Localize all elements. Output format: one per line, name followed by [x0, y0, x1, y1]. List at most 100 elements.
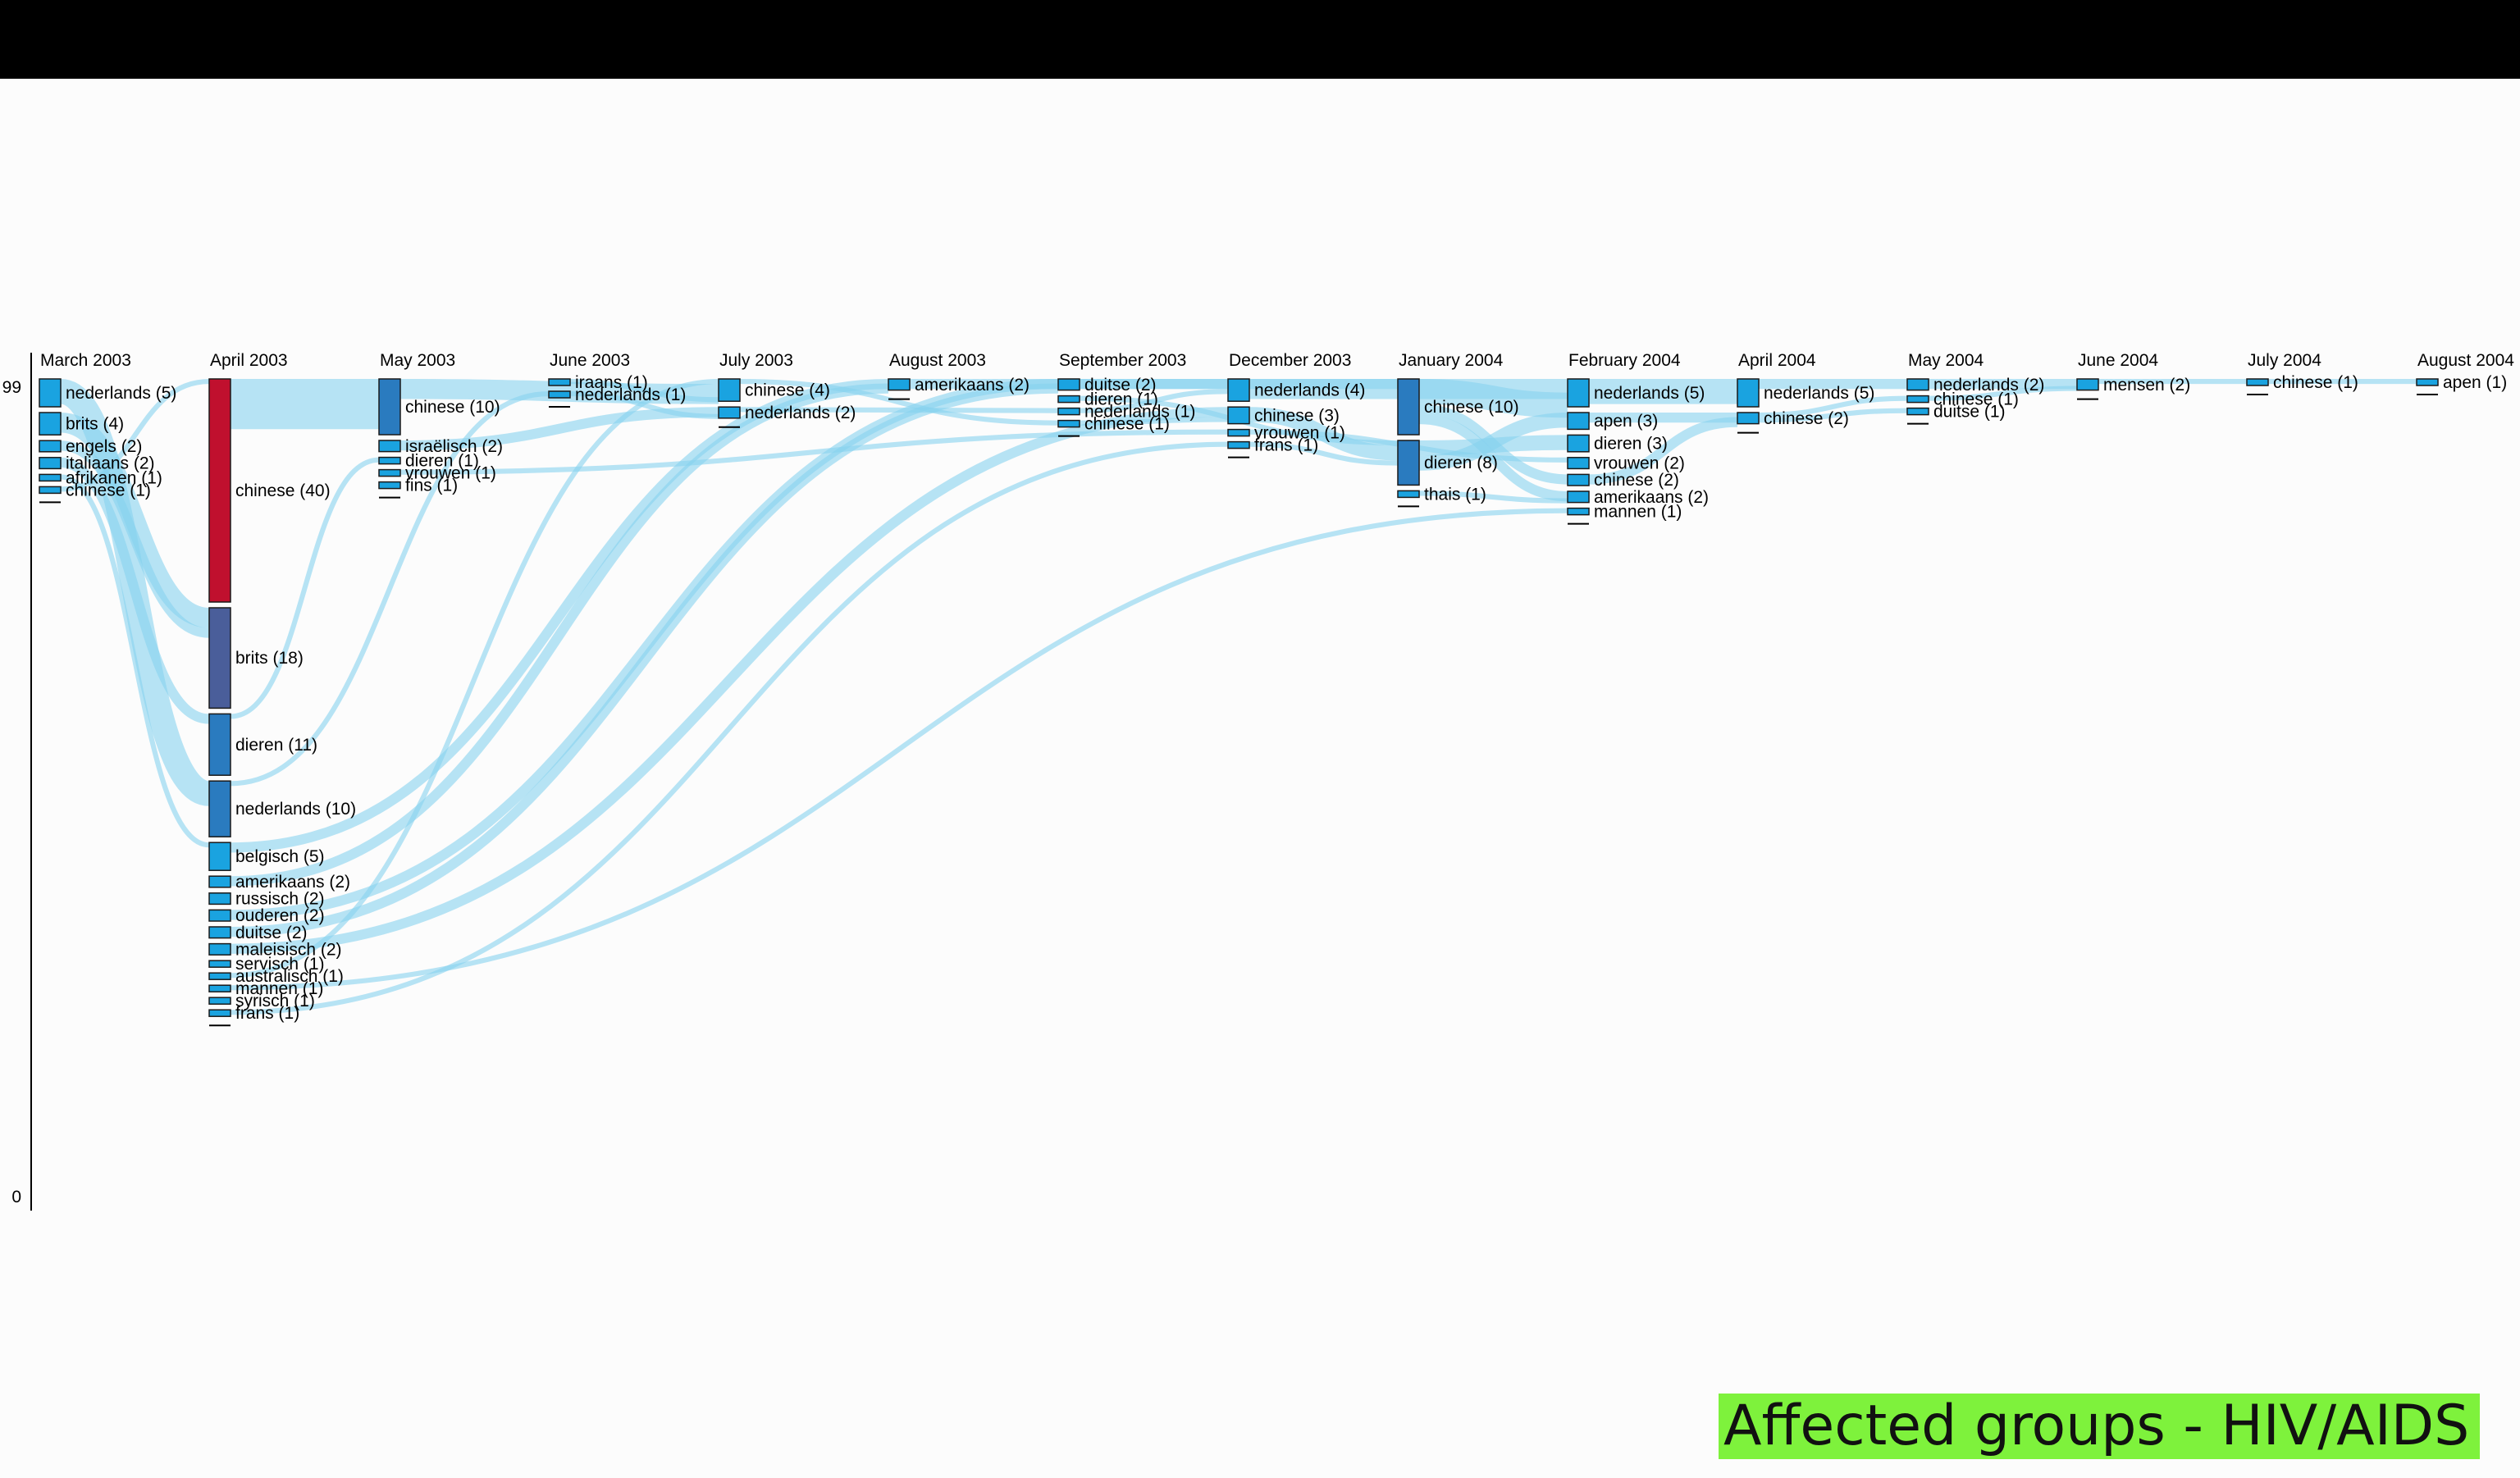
node-c1_duitse — [208, 926, 231, 939]
node-c9_nederlands — [1567, 378, 1590, 408]
node-c9_mannen — [1567, 507, 1590, 516]
node-c9_amerikaans — [1567, 490, 1590, 504]
node-c9_apen — [1567, 412, 1590, 431]
node-c1_brits — [208, 607, 231, 709]
column-label-c13: July 2004 — [2248, 351, 2321, 370]
node-c3_iraans — [548, 378, 571, 386]
node-label-c1_mannen: mannen (1) — [235, 979, 323, 998]
node-c0_nederlands — [39, 378, 62, 408]
flows-layer — [58, 378, 2417, 1015]
node-c12_mensen — [2076, 378, 2099, 391]
node-c1_dieren — [208, 713, 231, 776]
node-label-c1_nederlands: nederlands (10) — [235, 800, 356, 819]
node-label-c1_servisch: servisch (1) — [235, 955, 325, 974]
node-label-c7_frans: frans (1) — [1254, 436, 1318, 455]
node-c9_chinese — [1567, 473, 1590, 486]
flow-c3_nederlands-to-c4_nederlands — [569, 391, 719, 419]
node-label-c3_nederlands: nederlands (1) — [575, 385, 686, 404]
node-c1_belgisch — [208, 842, 231, 871]
node-label-c1_maleisisch: maleisisch (2) — [235, 940, 342, 959]
flow-c8_chinese-to-c9_nederlands — [1418, 379, 1568, 418]
node-c1_ouderen — [208, 909, 231, 922]
node-label-c6_nederlands: nederlands (1) — [1084, 403, 1195, 422]
node-label-c1_belgisch: belgisch (5) — [235, 847, 325, 866]
node-c1_mannen — [208, 984, 231, 992]
node-c9_vrouwen — [1567, 457, 1590, 470]
flow-c0_italiaans-to-c1_dieren — [60, 457, 210, 724]
node-c4_nederlands — [718, 406, 741, 419]
node-c7_frans — [1227, 440, 1250, 449]
flow-c4_chinese-to-c6_chinese — [739, 379, 1059, 426]
column-label-c1: April 2003 — [210, 351, 288, 370]
flow-c0_chinese-to-c1_chinese — [60, 379, 210, 492]
flow-c9_chinese-to-c10_chinese — [1588, 417, 1738, 485]
node-label-c2_chinese: chinese (10) — [405, 398, 500, 417]
column-label-c14: August 2004 — [2417, 351, 2514, 370]
node-label-c8_chinese: chinese (10) — [1424, 398, 1519, 417]
node-label-c6_dieren: dieren (1) — [1084, 390, 1158, 409]
column-label-c12: June 2004 — [2078, 351, 2158, 370]
node-c2_dieren — [378, 456, 401, 465]
node-c1_chinese — [208, 378, 231, 603]
flow-c3_iraans-to-c4_chinese — [569, 379, 719, 403]
node-c1_servisch — [208, 960, 231, 968]
node-label-c1_duitse: duitse (2) — [235, 924, 308, 942]
flow-c10_chinese-to-c11_duitse — [1758, 408, 1908, 423]
node-c10_chinese — [1737, 412, 1760, 425]
node-label-c0_chinese: chinese (1) — [66, 481, 151, 500]
node-c11_duitse — [1906, 407, 1929, 416]
node-label-c8_dieren: dieren (8) — [1424, 454, 1498, 472]
node-c1_nederlands — [208, 780, 231, 837]
node-label-c1_syrisch: syrisch (1) — [235, 992, 315, 1010]
flow-c1_dieren-to-c2_dieren — [230, 457, 380, 719]
flow-c8_thais-to-c9_amerikaans — [1418, 490, 1568, 504]
node-c9_dieren — [1567, 434, 1590, 453]
node-label-c10_nederlands: nederlands (5) — [1764, 384, 1874, 403]
node-label-c7_chinese: chinese (3) — [1254, 406, 1340, 425]
node-label-c1_frans: frans (1) — [235, 1004, 299, 1023]
node-c1_maleisisch — [208, 942, 231, 956]
node-c1_frans — [208, 1009, 231, 1017]
node-label-c1_australisch: australisch (1) — [235, 967, 344, 986]
node-label-c9_apen: apen (3) — [1594, 412, 1658, 431]
node-label-c0_engels: engels (2) — [66, 437, 142, 456]
node-c0_italiaans — [39, 457, 62, 470]
node-c1_russisch — [208, 892, 231, 906]
node-label-c2_vrouwen: vrouwen (1) — [405, 464, 496, 483]
node-c2_chinese — [378, 378, 401, 436]
column-label-c8: January 2004 — [1399, 351, 1504, 370]
node-c6_dieren — [1057, 395, 1080, 404]
node-c10_nederlands — [1737, 378, 1760, 408]
flow-c6_nederlands-to-c7_nederlands — [1079, 389, 1229, 413]
node-label-c0_nederlands: nederlands (5) — [66, 384, 176, 403]
node-label-c9_mannen: mannen (1) — [1594, 503, 1682, 522]
flow-c2_vrouwen-to-c7_vrouwen — [399, 429, 1229, 475]
node-c6_duitse — [1057, 378, 1080, 391]
node-c11_nederlands — [1906, 378, 1929, 391]
node-label-c12_mensen: mensen (2) — [2103, 376, 2190, 395]
node-c8_chinese — [1397, 378, 1420, 436]
column-label-c6: September 2003 — [1059, 351, 1186, 370]
node-label-c1_chinese: chinese (40) — [235, 481, 331, 500]
node-c2_israelisch — [378, 440, 401, 453]
node-c0_chinese — [39, 486, 62, 495]
axis-min-label: 0 — [11, 1188, 21, 1207]
node-label-c0_italiaans: italiaans (2) — [66, 454, 155, 473]
node-label-c7_vrouwen: vrouwen (1) — [1254, 424, 1345, 443]
column-label-c0: March 2003 — [40, 351, 131, 370]
node-label-c11_chinese: chinese (1) — [1933, 390, 2019, 409]
node-c1_amerikaans — [208, 875, 231, 888]
node-c11_chinese — [1906, 395, 1929, 404]
column-label-c4: July 2003 — [719, 351, 793, 370]
node-label-c9_chinese: chinese (2) — [1594, 471, 1679, 490]
node-label-c1_ouderen: ouderen (2) — [235, 906, 325, 925]
flow-c1_nederlands-to-c3_nederlands — [230, 391, 550, 787]
node-c7_chinese — [1227, 406, 1250, 425]
node-c13_chinese — [2246, 378, 2269, 386]
column-label-c9: February 2004 — [1568, 351, 1681, 370]
node-label-c4_chinese: chinese (4) — [745, 381, 830, 400]
node-c3_nederlands — [548, 390, 571, 399]
flow-c0_brits-to-c1_brits — [59, 413, 211, 628]
node-label-c0_afrikanen: afrikanen (1) — [66, 468, 162, 487]
